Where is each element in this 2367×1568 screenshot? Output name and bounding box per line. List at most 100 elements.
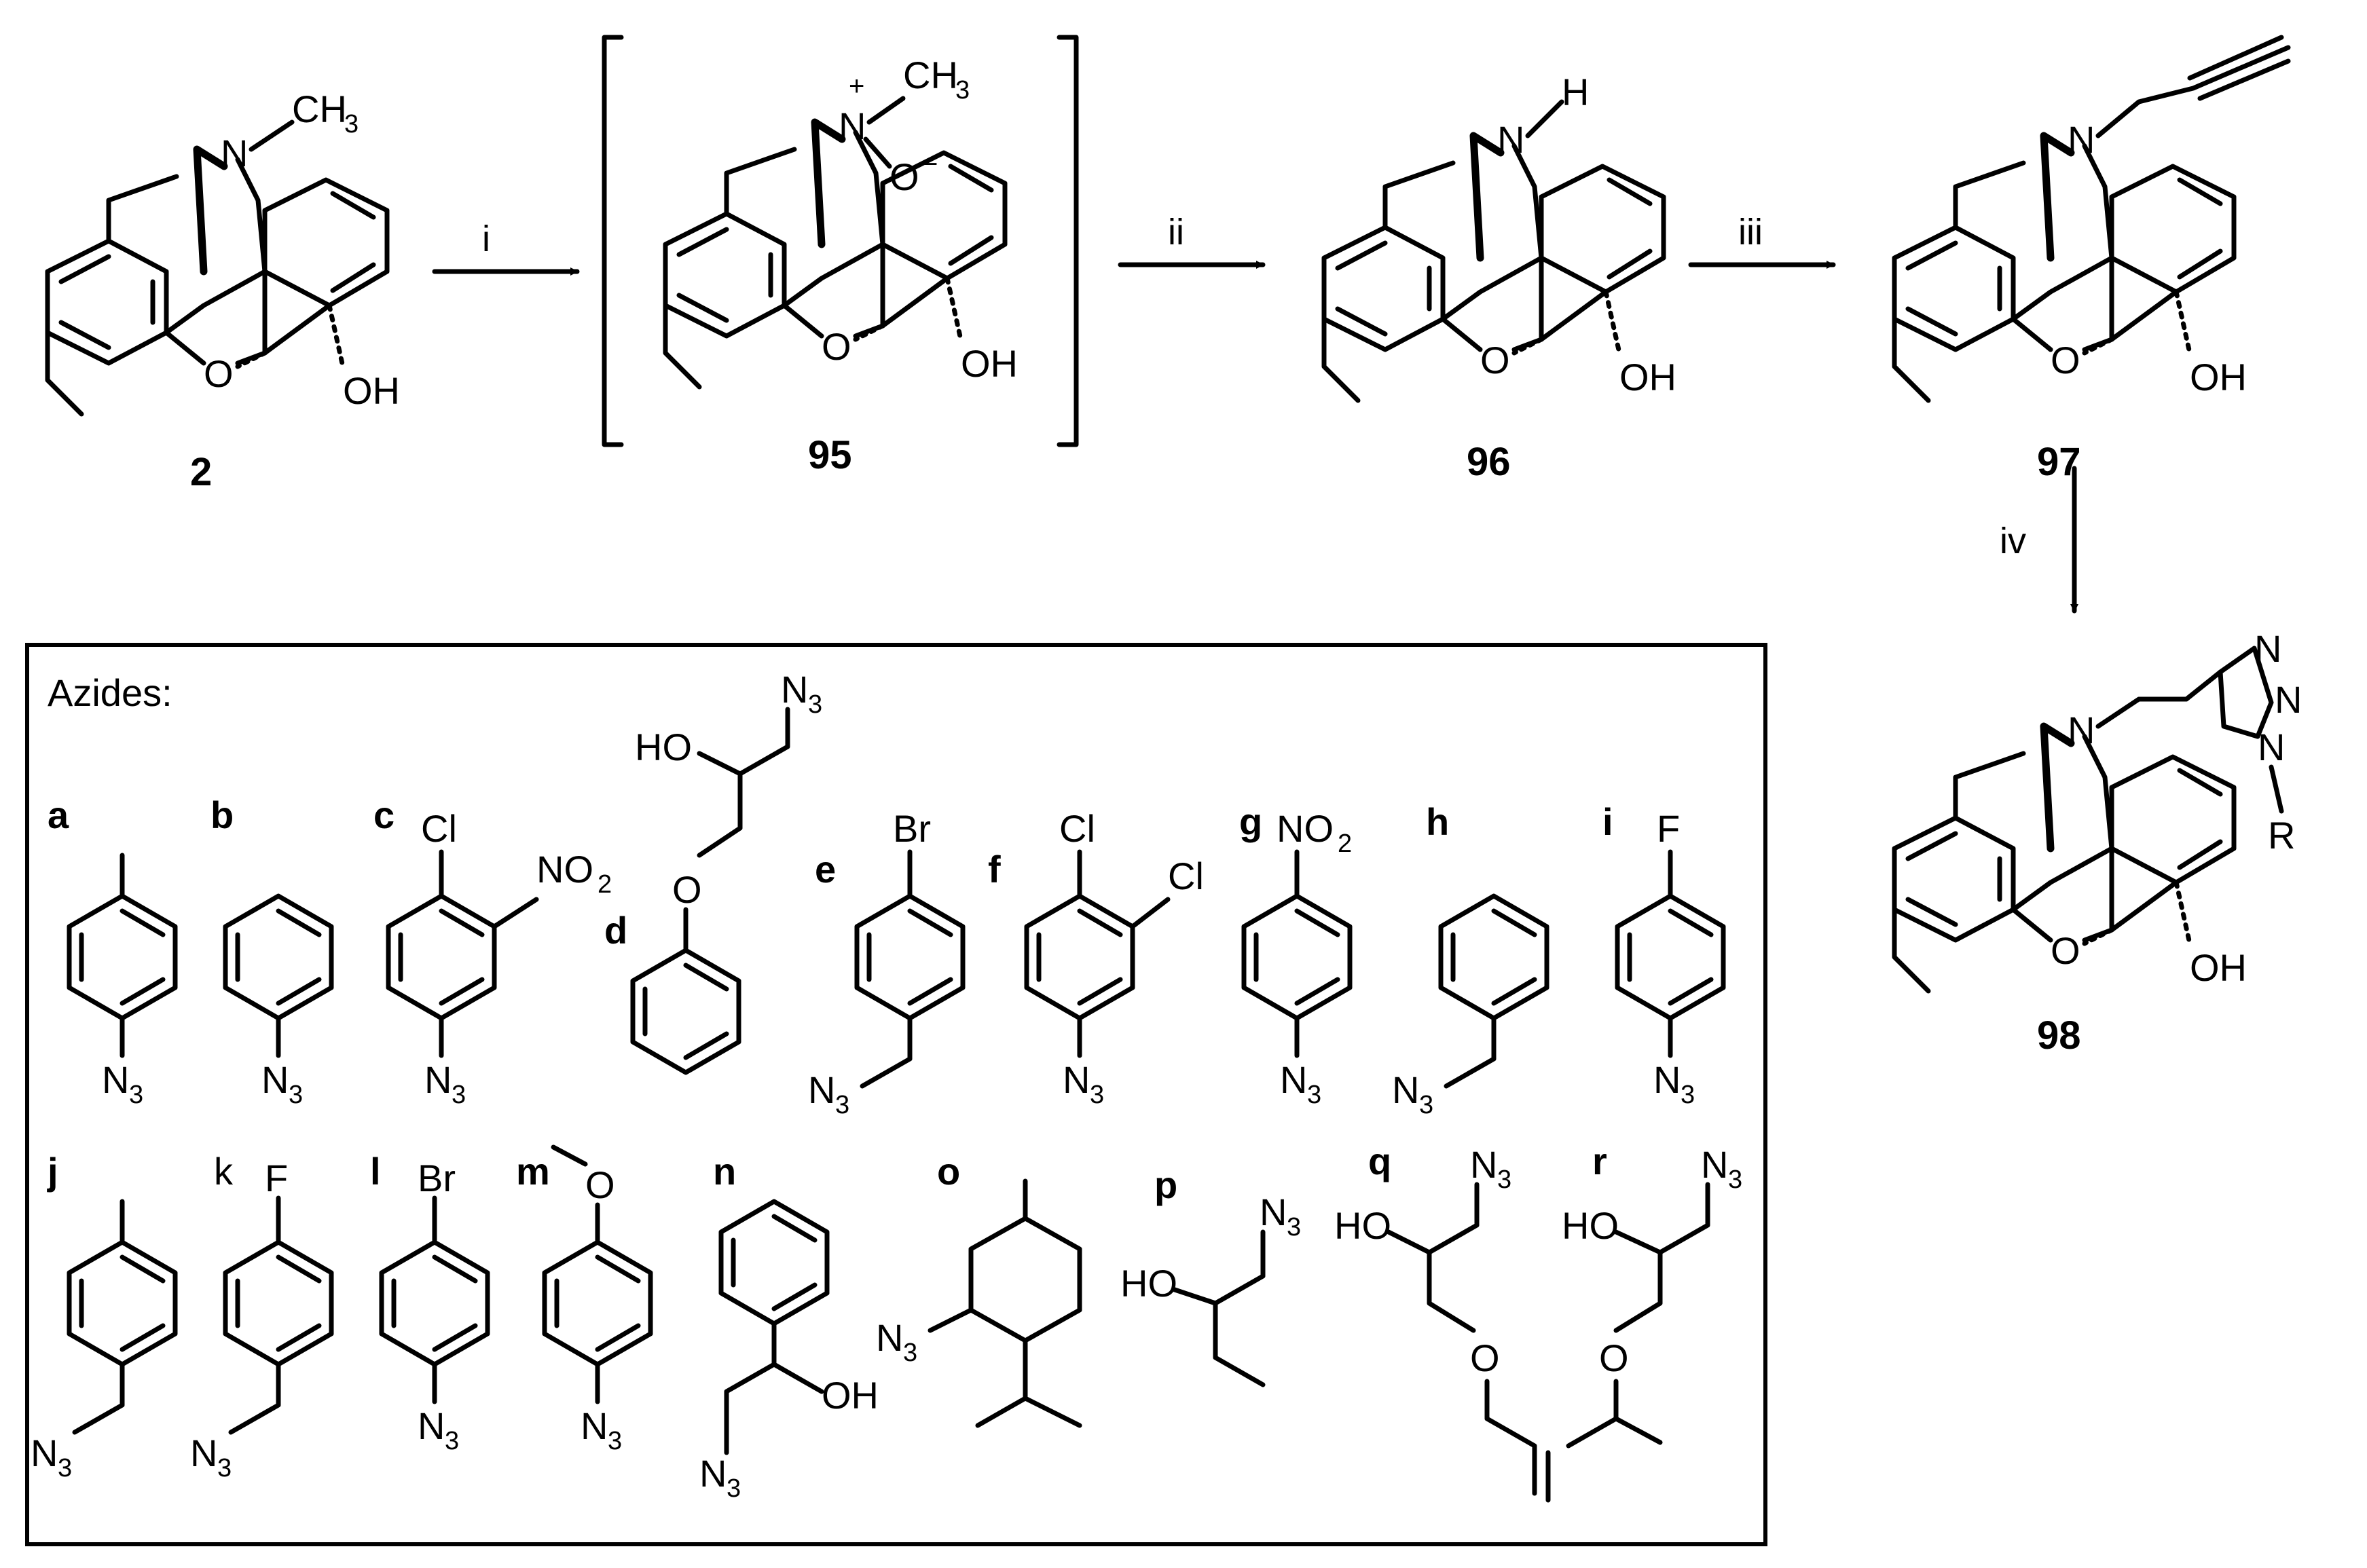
svg-text:N: N	[1653, 1058, 1681, 1101]
svg-text:NO: NO	[536, 848, 593, 891]
compound-96: N H O OH	[1324, 71, 1676, 400]
svg-text:H: H	[1562, 71, 1589, 113]
azide-letter-j: j	[47, 1150, 58, 1193]
svg-text:3: 3	[1681, 1081, 1695, 1109]
svg-text:O: O	[204, 352, 234, 395]
azide-j: N 3	[31, 1199, 175, 1482]
svg-text:OH: OH	[2190, 946, 2247, 989]
step-iv-label: iv	[2000, 521, 2026, 561]
bracket-right	[1057, 35, 1079, 447]
svg-text:N: N	[808, 1068, 835, 1111]
svg-text:O: O	[1480, 339, 1510, 381]
azide-letter-p: p	[1154, 1163, 1177, 1206]
svg-text:3: 3	[835, 1091, 849, 1119]
svg-text:3: 3	[808, 690, 822, 719]
svg-text:F: F	[265, 1157, 288, 1199]
azide-i: F N 3	[1617, 807, 1723, 1109]
azide-l: Br N 3	[382, 1157, 488, 1455]
svg-text:O: O	[1599, 1337, 1629, 1379]
svg-text:O: O	[2051, 929, 2080, 972]
svg-text:3: 3	[452, 1081, 466, 1109]
svg-text:3: 3	[289, 1081, 303, 1109]
azide-r: N 3 HO O	[1562, 1143, 1742, 1449]
svg-text:N: N	[31, 1432, 58, 1474]
azide-letter-e: e	[815, 848, 836, 891]
svg-text:N: N	[1260, 1191, 1287, 1233]
bracket-left	[602, 35, 624, 447]
svg-text:N: N	[1497, 118, 1524, 161]
azide-letter-d: d	[604, 909, 627, 952]
svg-text:O: O	[889, 155, 919, 198]
svg-text:2: 2	[598, 870, 612, 899]
azide-a: N 3	[69, 853, 175, 1109]
azide-letter-r: r	[1592, 1140, 1607, 1182]
svg-text:N: N	[1280, 1058, 1307, 1101]
svg-text:N: N	[2254, 627, 2281, 670]
azide-letter-m: m	[516, 1150, 550, 1193]
svg-text:3: 3	[1090, 1081, 1104, 1109]
svg-text:Br: Br	[418, 1157, 456, 1199]
svg-text:3: 3	[1497, 1165, 1511, 1194]
svg-text:3: 3	[344, 110, 359, 138]
azide-letter-o: o	[937, 1150, 960, 1193]
step-iii-label: iii	[1738, 212, 1763, 253]
svg-text:3: 3	[955, 76, 970, 105]
compound-97: N O OH	[1894, 35, 2291, 400]
svg-text:N: N	[876, 1316, 903, 1359]
azide-k: F N 3	[190, 1157, 331, 1482]
svg-text:N: N	[418, 1404, 445, 1447]
svg-text:3: 3	[1419, 1091, 1433, 1119]
azide-q: N 3 HO O	[1334, 1143, 1551, 1503]
azide-letter-f: f	[988, 848, 1001, 891]
svg-text:3: 3	[727, 1474, 741, 1503]
svg-text:HO: HO	[1562, 1204, 1619, 1247]
compound-label-98: 98	[2037, 1013, 2081, 1058]
azide-d: N 3 HO O	[633, 668, 822, 1072]
compound-label-95: 95	[808, 433, 852, 477]
svg-text:OH: OH	[961, 342, 1018, 385]
svg-text:Cl: Cl	[1168, 855, 1204, 897]
azide-letter-a: a	[48, 794, 69, 836]
svg-text:Cl: Cl	[421, 807, 457, 850]
azide-letter-q: q	[1368, 1140, 1391, 1182]
azide-n: OH N 3	[699, 1201, 879, 1503]
svg-text:3: 3	[445, 1427, 459, 1455]
azide-letter-c: c	[373, 794, 395, 836]
svg-text:CH: CH	[292, 88, 347, 130]
azide-f: Cl Cl N 3	[1027, 807, 1204, 1109]
svg-text:N: N	[261, 1058, 289, 1101]
svg-text:3: 3	[608, 1427, 622, 1455]
azide-c: Cl NO 2 N 3	[388, 807, 612, 1109]
compound-label-2: 2	[190, 450, 212, 494]
azide-p: N 3 HO	[1120, 1191, 1301, 1387]
svg-text:3: 3	[903, 1339, 917, 1367]
azide-letter-n: n	[713, 1150, 736, 1193]
svg-text:3: 3	[1728, 1165, 1742, 1194]
svg-text:N: N	[781, 668, 808, 711]
azide-o: N 3	[876, 1178, 1082, 1428]
svg-text:O: O	[822, 325, 851, 368]
svg-text:N: N	[839, 105, 866, 147]
svg-text:OH: OH	[343, 369, 400, 412]
svg-text:CH: CH	[903, 54, 958, 96]
azide-letter-k: k	[214, 1150, 234, 1193]
svg-text:3: 3	[217, 1454, 232, 1482]
azide-g: NO 2 N 3	[1244, 807, 1352, 1109]
svg-text:2: 2	[1338, 829, 1352, 858]
svg-text:3: 3	[58, 1454, 72, 1482]
svg-text:N: N	[581, 1404, 608, 1447]
svg-text:N: N	[2258, 726, 2285, 768]
step-i-label: i	[482, 219, 490, 259]
svg-text:O: O	[672, 868, 702, 911]
svg-text:Br: Br	[893, 807, 931, 850]
azides-box	[25, 643, 1767, 1546]
svg-text:N: N	[1470, 1143, 1497, 1186]
compound-2: N CH 3 O OH	[48, 88, 400, 414]
svg-text:OH: OH	[2190, 356, 2247, 398]
svg-text:OH: OH	[822, 1374, 879, 1417]
svg-text:HO: HO	[635, 726, 692, 768]
svg-text:R: R	[2268, 814, 2295, 857]
azide-h: N 3	[1392, 896, 1547, 1119]
